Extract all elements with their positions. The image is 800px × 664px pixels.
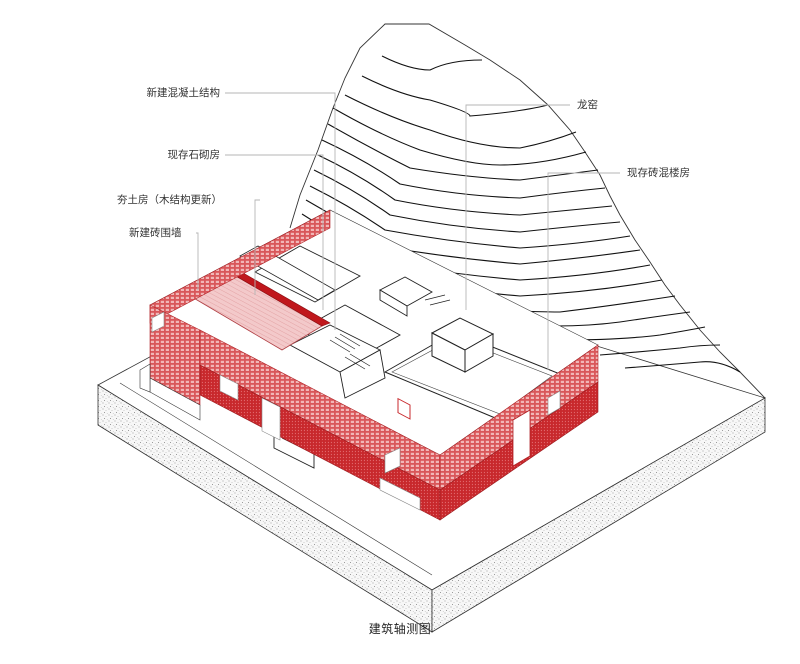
building-compound (139, 209, 599, 521)
label-dragon-kiln: 龙窑 (577, 99, 598, 111)
new-brick-wall (149, 209, 599, 521)
label-new-concrete-structure: 新建混凝土结构 (146, 87, 221, 99)
existing-brick-concrete-building (383, 317, 562, 421)
label-new-brick-wall: 新建砖围墙 (129, 227, 182, 239)
leader-lines (196, 92, 620, 370)
label-existing-brick-concrete-building: 现存砖混楼房 (627, 167, 690, 179)
diagram-title: 建筑轴测图 (368, 622, 432, 636)
label-rammed-earth-house: 夯土房（木结构更新） (117, 194, 222, 206)
hill-contours (289, 23, 766, 399)
label-existing-stone-house: 现存石砌房 (167, 149, 221, 161)
